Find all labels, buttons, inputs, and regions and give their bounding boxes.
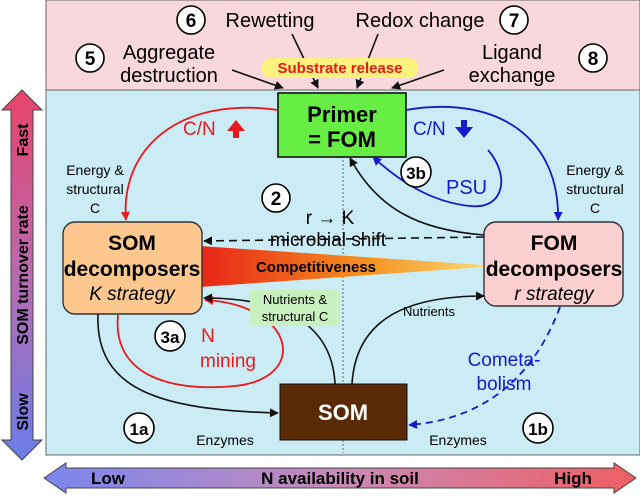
primer-to-fom-decomposers-arrow xyxy=(405,105,563,221)
primer-label: Primer xyxy=(307,102,377,127)
n-availability-label: N availability in soil xyxy=(261,469,419,488)
energy-left-line3: C xyxy=(90,200,100,216)
microbial-shift-label: microbial shift xyxy=(270,230,387,251)
som-decomposers-subtitle: decomposers xyxy=(64,258,201,281)
primer-box xyxy=(277,92,407,158)
redox-change-label: Redox change xyxy=(356,10,485,32)
number-7-circle xyxy=(499,5,529,35)
energy-left-line1: Energy & xyxy=(66,162,124,178)
slow-label: Slow xyxy=(15,393,32,431)
high-label: High xyxy=(554,469,592,488)
competitiveness-label: Competitiveness xyxy=(256,259,376,276)
energy-right-line2: structural xyxy=(566,181,624,197)
ligand-label: Ligand xyxy=(482,42,542,64)
som-turnover-axis-arrow xyxy=(0,89,44,461)
nutrients-structural-line1: Nutrients & xyxy=(263,292,328,307)
fast-label: Fast xyxy=(15,123,32,157)
som-decomposers-title: SOM xyxy=(108,232,156,255)
nutrients-structural-line2: structural C xyxy=(262,309,328,324)
number-8: 8 xyxy=(588,49,599,70)
psu-label: PSU xyxy=(446,177,487,199)
fom-decomposers-to-primer-arrow xyxy=(349,157,485,236)
number-8-circle xyxy=(578,43,608,73)
enzymes-left-label: Enzymes xyxy=(196,432,254,448)
number-2: 2 xyxy=(271,189,282,210)
cometabolism-arrow xyxy=(408,306,561,429)
som-box xyxy=(279,383,408,441)
nutrients-structural-highlight xyxy=(250,290,340,326)
number-6-circle xyxy=(176,5,206,35)
up-arrow-icon xyxy=(227,120,245,138)
som-decomposers-box xyxy=(62,221,203,315)
number-1a: 1a xyxy=(130,420,149,439)
cometabolism-line1: Cometa- xyxy=(468,350,541,371)
number-1b-circle xyxy=(522,412,554,444)
cn-up-label: C/N xyxy=(183,119,216,140)
fom-label: = FOM xyxy=(308,127,376,152)
r-to-k-label: r → K xyxy=(306,208,355,229)
som-turnover-label: SOM turnover rate xyxy=(15,205,32,345)
mining-label: mining xyxy=(200,351,256,372)
substrate-release-label: Substrate release xyxy=(277,60,402,77)
number-1b: 1b xyxy=(528,420,548,439)
cn-down-label: C/N xyxy=(413,119,446,140)
energy-right-line3: C xyxy=(590,200,600,216)
number-3a: 3a xyxy=(161,328,180,347)
competitiveness-wedge xyxy=(200,246,498,287)
energy-right-line1: Energy & xyxy=(566,162,624,178)
destruction-label: destruction xyxy=(120,65,218,87)
number-2-circle xyxy=(261,183,291,213)
shift-arrow xyxy=(203,236,485,246)
enzymes-left-arrow xyxy=(97,313,279,418)
substrate-release-highlight xyxy=(262,58,418,78)
number-7: 7 xyxy=(509,11,520,32)
number-3a-circle xyxy=(154,320,186,352)
k-strategy-label: K strategy xyxy=(89,284,176,305)
n-availability-axis-arrow xyxy=(43,462,637,494)
down-arrow-icon xyxy=(455,120,473,138)
low-label: Low xyxy=(91,469,126,488)
aggregate-label: Aggregate xyxy=(123,42,215,64)
energy-left-line2: structural xyxy=(66,181,124,197)
fom-decomposers-box xyxy=(483,221,624,307)
nutrients-label: Nutrients xyxy=(403,304,456,319)
number-5: 5 xyxy=(85,49,96,70)
rewetting-label: Rewetting xyxy=(226,10,315,32)
n-label: N xyxy=(201,326,215,347)
blue-arrows xyxy=(372,105,563,429)
number-5-circle xyxy=(75,43,105,73)
fom-decomposers-title: FOM xyxy=(531,232,578,255)
number-6: 6 xyxy=(186,11,197,32)
number-1a-circle xyxy=(123,412,155,444)
r-strategy-label: r strategy xyxy=(514,284,595,305)
number-3b-circle xyxy=(400,156,432,188)
number-3b: 3b xyxy=(406,164,426,183)
enzymes-right-label: Enzymes xyxy=(429,432,487,448)
black-arrows xyxy=(97,157,485,418)
exchange-label: exchange xyxy=(469,65,556,87)
cometabolism-line2: bolism xyxy=(477,374,532,395)
fom-decomposers-subtitle: decomposers xyxy=(486,258,623,281)
som-label: SOM xyxy=(318,400,368,425)
som-to-fom-decomposers-arrow xyxy=(351,291,485,385)
primer-to-som-decomposers-arrow xyxy=(120,106,279,221)
psu-arrow xyxy=(372,149,503,208)
